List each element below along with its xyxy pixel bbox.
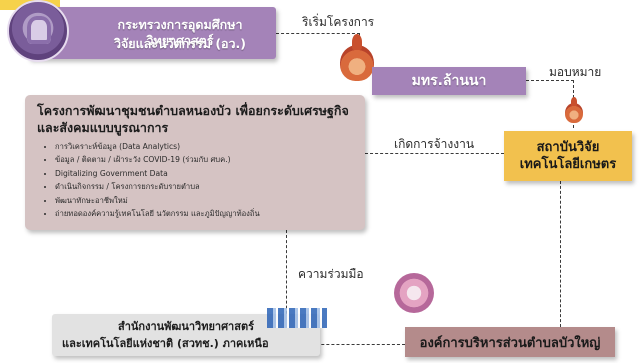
label-assign: มอบหมาย xyxy=(549,65,602,79)
ministry-box: กระทรวงการอุดมศึกษาวิทยาศาสตร์ วิจัยและน… xyxy=(28,7,276,59)
list-item: Digitalizing Government Data xyxy=(55,167,355,180)
project-title: โครงการพัฒนาชุมชนตำบลหนองบัว เพื่อยกระดั… xyxy=(37,102,355,136)
connector-university-horizontal xyxy=(526,80,574,81)
ministry-name-line1: กระทรวงการอุดมศึกษาวิทยาศาสตร์ xyxy=(117,17,243,48)
connector-to-tambon xyxy=(286,344,405,345)
institute-emblem-icon xyxy=(565,97,583,123)
university-emblem-icon xyxy=(340,34,374,81)
label-initiate: ริเริ่มโครงการ xyxy=(302,15,375,29)
project-box: โครงการพัฒนาชุมชนตำบลหนองบัว เพื่อยกระดั… xyxy=(25,95,365,230)
project-title-line2: และสังคมแบบบูรณาการ xyxy=(37,120,169,135)
ministry-seal-icon xyxy=(7,0,69,62)
list-item: ถ่ายทอดองค์ความรู้เทคโนโลยี นวัตกรรม และ… xyxy=(55,207,355,220)
connector-project-down xyxy=(286,230,287,344)
institute-name-line1: สถาบันวิจัย xyxy=(536,140,600,155)
project-title-line1: โครงการพัฒนาชุมชนตำบลหนองบัว เพื่อยกระดั… xyxy=(37,103,349,118)
list-item: ข้อมูล / ติดตาม / เฝ้าระวัง COVID-19 (ร่… xyxy=(55,153,355,166)
connector-tambon-up xyxy=(560,181,561,327)
university-box: มทร.ล้านนา xyxy=(372,67,526,95)
label-hire: เกิดการจ้างงาน xyxy=(394,137,475,151)
tambon-box: องค์การบริหารส่วนตำบลบัวใหญ่ xyxy=(405,327,615,357)
list-item: พัฒนาทักษะอาชีพใหม่ xyxy=(55,194,355,207)
university-name: มทร.ล้านนา xyxy=(411,73,487,89)
connector-ministry-horizontal xyxy=(276,33,360,34)
institute-name-line2: เทคโนโลยีเกษตร xyxy=(519,157,617,172)
science-park-line2: และเทคโนโลยีแห่งชาติ (สวทช.) ภาคเหนือ xyxy=(62,337,269,350)
connector-project-institute xyxy=(365,153,504,154)
ministry-name-line2: วิจัยและนวัตกรรม (อว.) xyxy=(113,36,247,51)
science-park-line1: สำนักงานพัฒนาวิทยาศาสตร์ xyxy=(118,320,254,333)
institute-box: สถาบันวิจัย เทคโนโลยีเกษตร xyxy=(504,131,632,181)
list-item: ดำเนินกิจกรรม / โครงการยกระดับรายตำบล xyxy=(55,180,355,193)
list-item: การวิเคราะห์ข้อมูล (Data Analytics) xyxy=(55,140,355,153)
science-park-logo-icon xyxy=(267,308,327,328)
tambon-seal-icon xyxy=(394,273,434,313)
tambon-name: องค์การบริหารส่วนตำบลบัวใหญ่ xyxy=(419,335,601,351)
project-activity-list: การวิเคราะห์ข้อมูล (Data Analytics) ข้อม… xyxy=(37,140,355,220)
label-cooperate: ความร่วมมือ xyxy=(298,267,364,281)
